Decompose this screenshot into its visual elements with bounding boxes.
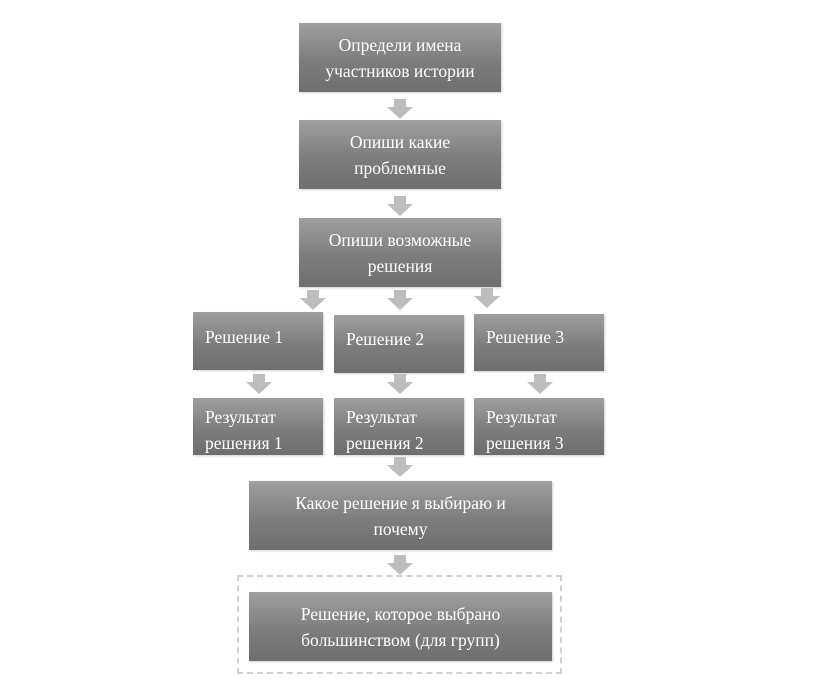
step-majority-solution-line2: большинством (для групп) bbox=[301, 629, 500, 650]
step-choose-solution: Какое решение я выбираю и почему bbox=[249, 481, 552, 550]
down-arrow-icon bbox=[527, 374, 553, 394]
step-choose-solution-line2: почему bbox=[373, 518, 428, 539]
down-arrow-icon bbox=[474, 288, 500, 308]
result-2-line1: Результат bbox=[346, 407, 417, 427]
down-arrow-icon bbox=[387, 555, 413, 575]
result-1-line2: решения 1 bbox=[205, 433, 283, 453]
down-arrow-icon bbox=[387, 457, 413, 477]
result-1-line1: Результат bbox=[205, 407, 276, 427]
step-define-participants-line1: Определи имена bbox=[338, 34, 462, 55]
step-choose-solution-line1: Какое решение я выбираю и bbox=[295, 492, 506, 513]
result-2-box: Результат решения 2 bbox=[334, 398, 464, 455]
step-define-participants: Определи имена участников истории bbox=[299, 23, 501, 92]
solution-2-label: Решение 2 bbox=[346, 329, 425, 349]
result-3-line2: решения 3 bbox=[486, 433, 564, 453]
result-1-box: Результат решения 1 bbox=[193, 398, 323, 455]
step-describe-solutions: Опиши возможные решения bbox=[299, 218, 501, 287]
solution-3-label: Решение 3 bbox=[486, 327, 565, 347]
step-describe-solutions-line2: решения bbox=[367, 255, 433, 276]
step-describe-problems: Опиши какие проблемные bbox=[299, 120, 501, 189]
result-3-box: Результат решения 3 bbox=[474, 398, 604, 455]
result-2-line2: решения 2 bbox=[346, 433, 424, 453]
down-arrow-icon bbox=[387, 196, 413, 216]
down-arrow-icon bbox=[387, 290, 413, 310]
solution-1-box: Решение 1 bbox=[193, 312, 323, 370]
step-majority-solution: Решение, которое выбрано большинством (д… bbox=[249, 592, 552, 661]
step-describe-problems-line2: проблемные bbox=[354, 157, 446, 178]
down-arrow-icon bbox=[300, 290, 326, 310]
solution-1-label: Решение 1 bbox=[205, 327, 284, 347]
group-dashed-frame bbox=[237, 575, 562, 674]
solution-3-box: Решение 3 bbox=[474, 314, 604, 371]
solution-2-box: Решение 2 bbox=[334, 315, 464, 373]
down-arrow-icon bbox=[387, 374, 413, 394]
step-describe-problems-line1: Опиши какие bbox=[349, 131, 451, 152]
step-majority-solution-line1: Решение, которое выбрано bbox=[300, 603, 501, 624]
down-arrow-icon bbox=[246, 374, 272, 394]
step-describe-solutions-line1: Опиши возможные bbox=[328, 229, 472, 250]
step-define-participants-line2: участников истории bbox=[325, 60, 475, 81]
result-3-line1: Результат bbox=[486, 407, 557, 427]
down-arrow-icon bbox=[387, 99, 413, 119]
